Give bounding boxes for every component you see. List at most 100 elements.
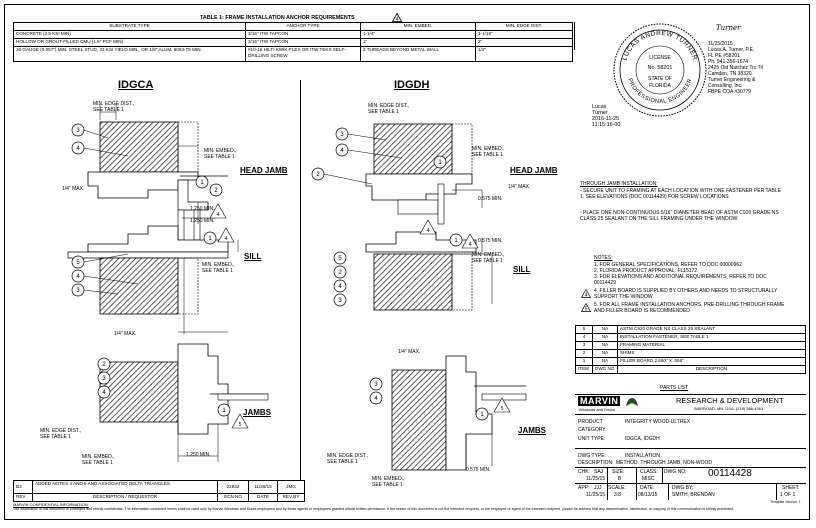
scale-value: 3:8 <box>614 492 621 498</box>
svg-text:3: 3 <box>76 288 80 294</box>
engineer-info: 11/25/2015 Lucas A. Turner, P.E. FL PE #… <box>708 41 764 95</box>
dwg-type-value: INSTALLATION <box>625 453 660 459</box>
right-jambs-label: JAMBS <box>518 426 547 435</box>
unit-type-label: UNIT TYPE: <box>578 436 606 442</box>
svg-text:4: 4 <box>76 274 80 280</box>
svg-text:5: 5 <box>239 422 242 428</box>
callout-3-jamb: 3 <box>97 371 111 385</box>
callout-2: 2 <box>209 183 223 197</box>
svg-text:3: 3 <box>374 382 378 388</box>
svg-text:2: 2 <box>214 188 218 194</box>
svg-text:5: 5 <box>338 256 342 262</box>
left-1250-label-1: 1.250 MIN. <box>190 206 215 212</box>
callout-3: 3 <box>71 123 85 137</box>
dwg-no-value: 00114428 <box>708 468 752 479</box>
left-quarter-max-label: 1/4" MAX. <box>62 186 85 192</box>
class-value: MISC <box>642 476 655 482</box>
through-jamb-title: THROUGH JAMB INSTALLATION: <box>580 181 658 187</box>
right-quarter-max-label: 1/4" MAX. <box>508 184 531 190</box>
tb-vline <box>662 467 663 483</box>
chk-label: CHK: <box>578 469 590 475</box>
svg-text:2: 2 <box>102 362 106 368</box>
app-value: JJJ <box>594 485 602 491</box>
date-value: 08/13/15 <box>638 492 658 498</box>
note-4-triangle-icon: 4 <box>461 233 479 249</box>
callout-1-jamb: 1 <box>475 407 489 421</box>
left-jamb-embed-label: MIN. EMBED., SEE TABLE 1 <box>82 454 115 466</box>
through-jamb-note-2: - PLACE ONE NON-CONTINUOUS 5/16" DIAMETE… <box>580 210 779 222</box>
table-row: HOLLOW OR GROUT-FILLED CMU (1.5" PCF MIN… <box>13 38 573 47</box>
table-row: B3 ADDED NOTES 4 AND 5 AND ASSOCIATED DE… <box>13 480 305 494</box>
tb-line <box>575 483 806 484</box>
left-jamb-edge-label: MIN. EDGE DIST., SEE TABLE 1 <box>40 428 82 440</box>
note-4-triangle-icon: 4 <box>581 289 591 298</box>
chk-value: SAJ <box>594 469 604 475</box>
callout-5: 5 <box>333 251 347 265</box>
left-edge-dist-label: MIN. EDGE DIST., SEE TABLE 1 <box>93 101 135 113</box>
table1-note-triangle-icon: 4 <box>392 13 402 22</box>
category-label: CATEGORY: <box>578 427 607 433</box>
svg-text:5: 5 <box>501 406 504 412</box>
right-jamb-quarter-max: 1/4" MAX. <box>398 349 421 355</box>
callout-4-sill: 4 <box>333 279 347 293</box>
note-5-triangle-icon: 5 <box>493 397 511 413</box>
note-4-triangle-icon: 4 <box>419 219 437 235</box>
note-item-4: 4. FILLER BOARD IS SUPPLIED BY OTHERS AN… <box>594 288 778 300</box>
svg-text:LICENSE: LICENSE <box>649 55 671 61</box>
class-label: CLASS: <box>640 469 658 475</box>
left-1250-label-2: 1.250 MIN. <box>190 218 215 224</box>
note-4-triangle-icon: 4 <box>209 203 227 219</box>
callout-5: 5 <box>71 255 85 269</box>
notes-divider <box>574 22 575 50</box>
callout-2-jamb: 2 <box>97 357 111 371</box>
rd-address: WARROAD, MN, USA, (218) 386-4361 <box>694 406 764 411</box>
callout-3-sill: 3 <box>71 283 85 297</box>
svg-text:4: 4 <box>374 396 378 402</box>
description-label: DESCRIPTION: <box>578 460 614 466</box>
note-5-triangle-icon: 5 <box>581 303 591 312</box>
confidential-title: MARVIN CONFIDENTIAL INFORMATION: <box>13 502 89 507</box>
table1-grid: SUBSTRATE TYPE ANCHOR TYPE MIN. EMBED. M… <box>13 22 573 62</box>
revision-block: B3 ADDED NOTES 4 AND 5 AND ASSOCIATED DE… <box>13 480 305 502</box>
callout-2-sill: 2 <box>333 265 347 279</box>
size-value: B <box>618 476 622 482</box>
right-jamb-0575-label: 0.575 MIN. <box>466 467 491 473</box>
callout-1-sill: 1 <box>203 231 217 245</box>
sheet-label: SHEET: <box>782 485 800 491</box>
svg-text:2: 2 <box>316 172 320 178</box>
callout-1: 1 <box>433 155 447 169</box>
template-version: Template Version: 1 <box>770 500 801 504</box>
callout-1-jamb: 1 <box>217 403 231 417</box>
brand-logo: MARVIN <box>578 396 621 406</box>
engineer-signature: Turner <box>716 24 741 32</box>
tb-vline <box>636 467 637 500</box>
callout-4-jamb: 4 <box>369 391 383 405</box>
right-head-jamb-label: HEAD JAMB <box>510 166 558 175</box>
callout-3-sill: 3 <box>333 293 347 307</box>
svg-text:1: 1 <box>208 236 212 242</box>
svg-text:4: 4 <box>76 146 80 152</box>
tb-line <box>575 448 806 449</box>
tb-line <box>575 414 806 415</box>
brand-subtitle: Windows and Doors <box>579 407 615 412</box>
svg-text:4: 4 <box>469 242 472 248</box>
right-embed-label: MIN. EMBED., SEE TABLE 1 <box>472 146 505 158</box>
note-item-1: 1. FOR GENERAL SPECIFICATIONS, REFER TO … <box>594 262 742 268</box>
idgca-section-drawing: 3 4 1 2 1 5 4 3 2 3 4 1 4 4 5 <box>67 104 269 462</box>
chk-date: 11/25/15 <box>586 476 606 482</box>
svg-text:3: 3 <box>76 128 80 134</box>
tb-line <box>575 467 806 468</box>
description-value: METHOD, THROUGH JAMB, NON-WOOD <box>616 460 713 466</box>
svg-text:No. 58201: No. 58201 <box>648 65 673 71</box>
dwg-type-label: DWG TYPE: <box>578 453 606 459</box>
note-4-triangle-icon: 4 <box>217 227 235 243</box>
left-jamb-quarter-max: 1/4" MAX. <box>114 331 137 337</box>
svg-text:2: 2 <box>338 270 342 276</box>
notes-title: NOTES: <box>594 255 613 261</box>
app-label: APP: <box>578 485 590 491</box>
svg-text:4: 4 <box>217 212 220 218</box>
rd-title: RESEARCH & DEVELOPMENT <box>676 396 784 405</box>
